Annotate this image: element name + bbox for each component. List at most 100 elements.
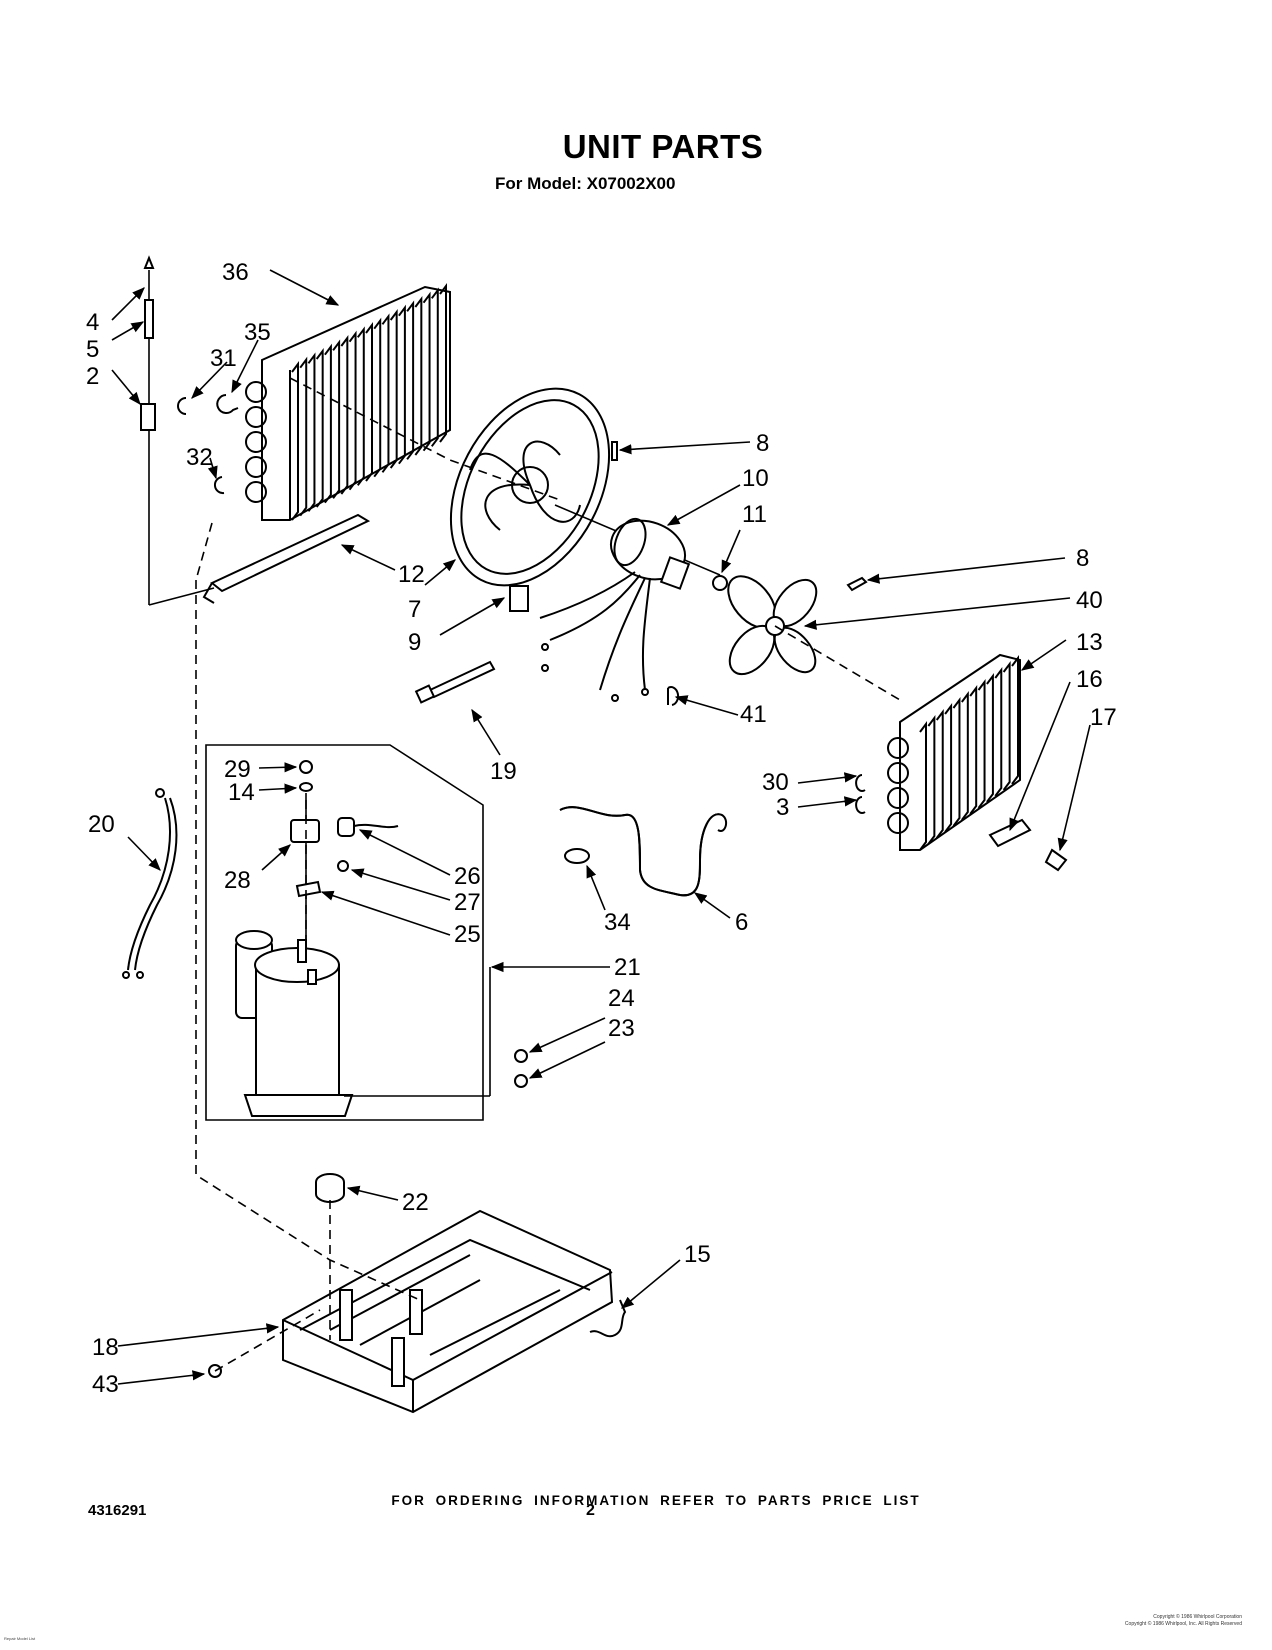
copyright-line-2: Copyright © 1986 Whirlpool, Inc. All Rig… — [1124, 1621, 1242, 1627]
wire-harness — [122, 788, 178, 979]
base-clip — [589, 1299, 627, 1338]
callout-6: 6 — [735, 909, 748, 936]
callout-19: 19 — [490, 758, 517, 785]
fan-motor — [539, 504, 721, 702]
compressor-grommet — [514, 1049, 528, 1063]
set-screw-right — [846, 576, 868, 592]
callout-11: 11 — [742, 501, 767, 528]
coil-fin — [969, 685, 978, 815]
callout-16: 16 — [1076, 666, 1103, 693]
coil-fin — [340, 335, 349, 495]
mounting-bolt — [414, 660, 496, 704]
coil-fin — [961, 691, 969, 821]
coil-fin — [381, 313, 390, 473]
coil-fin — [365, 322, 373, 482]
return-bend-3 — [855, 796, 866, 814]
ordering-note: FOR ORDERING INFORMATION REFER TO PARTS … — [391, 1493, 921, 1508]
coil-fin — [373, 317, 382, 478]
callout-35: 35 — [244, 319, 271, 346]
coil-fin — [994, 666, 1003, 797]
assembly-lines — [195, 377, 901, 1372]
callout-14: 14 — [228, 779, 255, 806]
thermostat-holder — [988, 818, 1032, 848]
shroud-clip — [509, 585, 529, 612]
return-bend-30 — [855, 774, 866, 792]
callout-34: 34 — [604, 909, 631, 936]
callout-25: 25 — [454, 921, 481, 948]
callout-21: 21 — [614, 954, 641, 981]
grommet — [564, 848, 590, 864]
capillary-tube-assembly — [140, 255, 215, 606]
coil-fin — [919, 721, 927, 851]
coil-fin — [935, 709, 944, 839]
callout-17: 17 — [1090, 704, 1117, 731]
callout-23: 23 — [608, 1015, 635, 1042]
callout-13: 13 — [1076, 629, 1103, 656]
callout-9: 9 — [408, 629, 421, 656]
fan-shroud — [449, 387, 611, 587]
overload-washer — [337, 860, 349, 872]
callout-2: 2 — [86, 363, 99, 390]
mounting-grommet — [315, 1173, 345, 1203]
callout-8-right: 8 — [1076, 545, 1089, 572]
coil-fin — [952, 697, 961, 827]
condenser-coil — [245, 283, 451, 521]
callout-15: 15 — [684, 1241, 711, 1268]
coil-fin — [348, 330, 357, 491]
callout-5: 5 — [86, 336, 99, 363]
callout-36: 36 — [222, 259, 249, 286]
compressor-sleeve — [514, 1074, 528, 1088]
coil-fin — [439, 283, 447, 443]
coil-fin — [414, 296, 423, 456]
coil-fin — [324, 343, 332, 504]
coil-fin — [430, 287, 439, 447]
page-title: UNIT PARTS — [562, 128, 764, 165]
callout-24: 24 — [608, 985, 635, 1012]
coil-fin — [307, 352, 316, 512]
terminal-clip — [295, 880, 322, 898]
base-pan — [282, 1209, 614, 1414]
overload-protector — [337, 817, 399, 837]
coil-fin — [977, 679, 986, 809]
callout-29: 29 — [224, 756, 251, 783]
copyright-line-1: Copyright © 1986 Whirlpool Corporation — [1153, 1614, 1242, 1620]
coil-fin — [332, 339, 341, 499]
callout-7: 7 — [408, 596, 421, 623]
coil-fin — [356, 326, 365, 486]
motor-nut — [712, 575, 728, 591]
callout-12: 12 — [398, 561, 425, 588]
callout-4: 4 — [86, 309, 99, 336]
callout-22: 22 — [402, 1189, 429, 1216]
coil-fin — [422, 291, 431, 452]
set-screw-upper — [611, 441, 618, 461]
leader-lines — [111, 269, 1091, 1385]
corner-note: Repair Model List — [4, 1636, 36, 1641]
callout-41: 41 — [740, 701, 767, 728]
callout-32: 32 — [186, 444, 213, 471]
page-number: 2 — [586, 1502, 595, 1519]
document-number: 4316291 — [88, 1502, 147, 1519]
condenser-bracket — [202, 513, 371, 604]
callout-28: 28 — [224, 867, 251, 894]
coil-fin — [1011, 655, 1019, 785]
fan-clip — [667, 686, 680, 706]
coil-fin — [1002, 661, 1011, 791]
callout-40: 40 — [1076, 587, 1103, 614]
callout-8-upper: 8 — [756, 430, 769, 457]
callout-43: 43 — [92, 1371, 119, 1398]
coil-fin — [927, 715, 936, 845]
fan-blade — [727, 575, 818, 676]
coil-fin — [406, 300, 415, 460]
evaporator-coil — [887, 653, 1021, 851]
coil-fin — [398, 304, 406, 465]
model-line: For Model: X07002X00 — [495, 174, 676, 193]
coil-fin — [299, 356, 308, 517]
callout-18: 18 — [92, 1334, 119, 1361]
terminal-screw — [299, 760, 313, 774]
thermostat-clip — [1044, 848, 1068, 872]
compressor-assembly-boundary — [205, 744, 484, 1121]
return-bends — [177, 394, 239, 495]
compressor — [235, 930, 354, 1117]
callout-30: 30 — [762, 769, 789, 796]
